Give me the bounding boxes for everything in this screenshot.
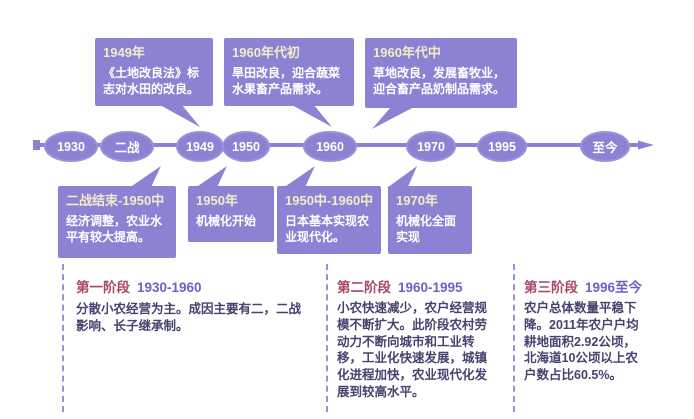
callout-body: 《土地改良法》标志对水田的改良。 [103,66,200,97]
callout-postwar-1950: 二战结束-1950中 经济调整，农业水平有较大提高。 [58,186,176,258]
callout-title: 1960年代初 [232,45,300,60]
callout-body: 草地改良，发展畜牧业，迎合畜产品奶制品需求。 [373,66,506,97]
stage-3-body: 农户总体数量平稳下降。2011年农户户均耕地面积2.92公顷，北海道10公顷以上… [524,301,639,382]
callout-tail-icon [372,106,416,129]
timeline-node-1949: 1949 [176,131,224,162]
node-label: 1960 [316,139,344,154]
callout-tail-icon [283,166,315,188]
callout-body: 机械化开始 [196,214,257,229]
node-label: 1949 [186,139,214,154]
callout-tail-icon [129,166,161,188]
node-label: 二战 [114,141,140,155]
stage-label: 第二阶段 [337,280,391,295]
callout-title: 1970年 [396,193,438,208]
callout-body: 旱田改良，迎合蔬菜水果畜产品需求。 [232,66,341,97]
callout-tail-icon [386,166,418,188]
callout-1950mid-1960mid: 1950中-1960中 日本基本实现农业现代化。 [277,186,381,254]
timeline-node-1995: 1995 [477,131,527,162]
callout-body: 日本基本实现农业现代化。 [285,214,370,245]
stage-divider [326,264,328,412]
node-label: 1970 [417,139,445,154]
timeline-node-ww2: 二战 [100,131,154,162]
stage-years: 1996至今 [585,280,643,295]
stage-2-heading: 第二阶段 1960-1995 [337,276,463,296]
node-label: 1995 [488,139,516,154]
arrow-right-icon [638,140,654,150]
callout-1949: 1949年 《土地改良法》标志对水田的改良。 [95,38,213,106]
stage-1-heading: 第一阶段 1930-1960 [76,276,202,296]
stage-label: 第三阶段 [524,280,578,295]
callout-tail-icon [195,166,227,188]
timeline-node-1960: 1960 [303,131,357,162]
callout-body: 机械化全面实现 [396,214,457,245]
stage-3-heading: 第三阶段 1996至今 [524,276,642,296]
callout-body: 经济调整，农业水平有较大提高。 [66,214,163,245]
node-label: 至今 [592,141,618,155]
callout-title: 1960年代中 [373,45,441,60]
callout-title: 二战结束-1950中 [66,193,165,208]
timeline-node-1950: 1950 [222,131,270,162]
callout-tail-icon [290,104,332,127]
stage-1-body: 分散小农经营为主。成因主要有二，二战影响、长子继承制。 [76,302,302,333]
callout-1960s-early: 1960年代初 旱田改良，迎合蔬菜水果畜产品需求。 [224,38,354,106]
stage-years: 1930-1960 [137,280,202,295]
callout-tail-icon [158,104,200,127]
callout-title: 1950年 [196,193,238,208]
stage-2-body: 小农快速减少，农户经营规模不断扩大。此阶段农村劳动力不断向城市和工业转移，工业化… [337,301,488,399]
callout-1970: 1970年 机械化全面实现 [388,186,472,254]
timeline-node-now: 至今 [580,131,630,162]
stage-divider [62,264,64,412]
timeline-node-1930: 1930 [44,131,98,162]
callout-1950: 1950年 机械化开始 [188,186,274,242]
node-label: 1950 [232,139,260,154]
timeline-node-1970: 1970 [406,131,456,162]
stage-label: 第一阶段 [76,280,130,295]
stage-years: 1960-1995 [398,280,463,295]
callout-title: 1950中-1960中 [285,193,374,208]
node-label: 1930 [57,139,85,154]
callout-1960s-mid: 1960年代中 草地改良，发展畜牧业，迎合畜产品奶制品需求。 [365,38,517,108]
callout-title: 1949年 [103,45,145,60]
stage-divider [513,264,515,412]
